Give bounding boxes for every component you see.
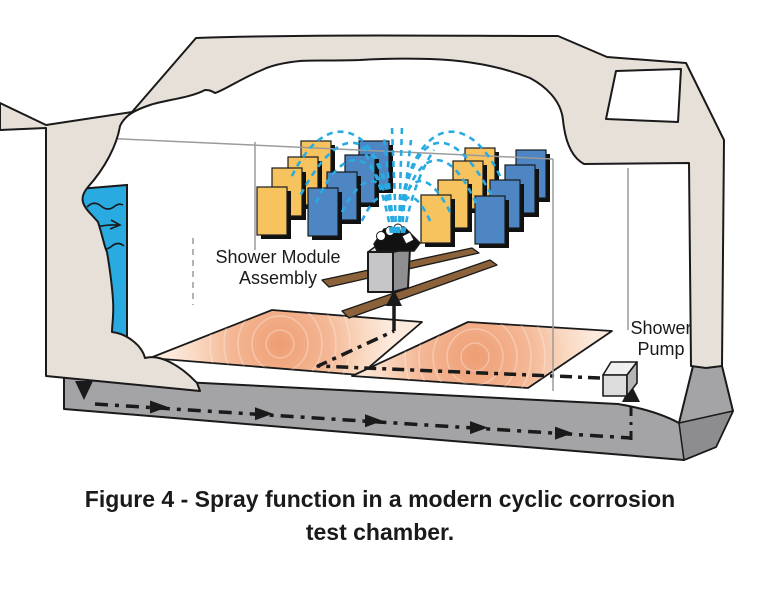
water-flow-module-riser xyxy=(386,290,402,331)
specimen-panel-yellow xyxy=(420,194,452,244)
floor-tray-left xyxy=(149,309,423,376)
chamber-illustration xyxy=(0,34,734,461)
specimen-panel-blue xyxy=(307,187,339,237)
hanging-rail-line xyxy=(99,137,554,160)
shower-module-assembly-label: Shower Module Assembly xyxy=(198,247,358,289)
control-panel-window xyxy=(605,68,682,123)
base-tank-slab xyxy=(63,365,734,461)
water-flow-base-arrows xyxy=(94,400,632,440)
shower-pump-label-line2: Pump xyxy=(637,339,685,359)
specimen-panel-blue xyxy=(474,195,506,245)
shower-module-assembly-label-line2: Assembly xyxy=(238,268,318,288)
figure-caption-line1: Figure 4 - Spray function in a modern cy… xyxy=(84,486,676,512)
shower-module-assembly-label-line1: Shower Module xyxy=(215,247,341,267)
figure-caption: Figure 4 - Spray function in a modern cy… xyxy=(0,483,760,549)
spray-arcs xyxy=(289,125,503,234)
water-flow-pump-riser xyxy=(622,384,640,440)
water-flow-floor-line xyxy=(316,329,601,380)
interior-lines xyxy=(99,137,629,391)
specimen-panel-yellow xyxy=(256,186,288,236)
water-flow-tank-arrowhead xyxy=(75,381,93,400)
shower-pump-label-line1: Shower xyxy=(630,318,692,338)
shower-pump xyxy=(602,361,638,397)
figure-caption-line2: test chamber. xyxy=(305,519,455,545)
shower-pump-label: Shower Pump xyxy=(618,318,704,360)
shower-module xyxy=(367,223,421,293)
chamber-shell xyxy=(0,34,725,392)
floor-tray-right xyxy=(351,321,613,389)
